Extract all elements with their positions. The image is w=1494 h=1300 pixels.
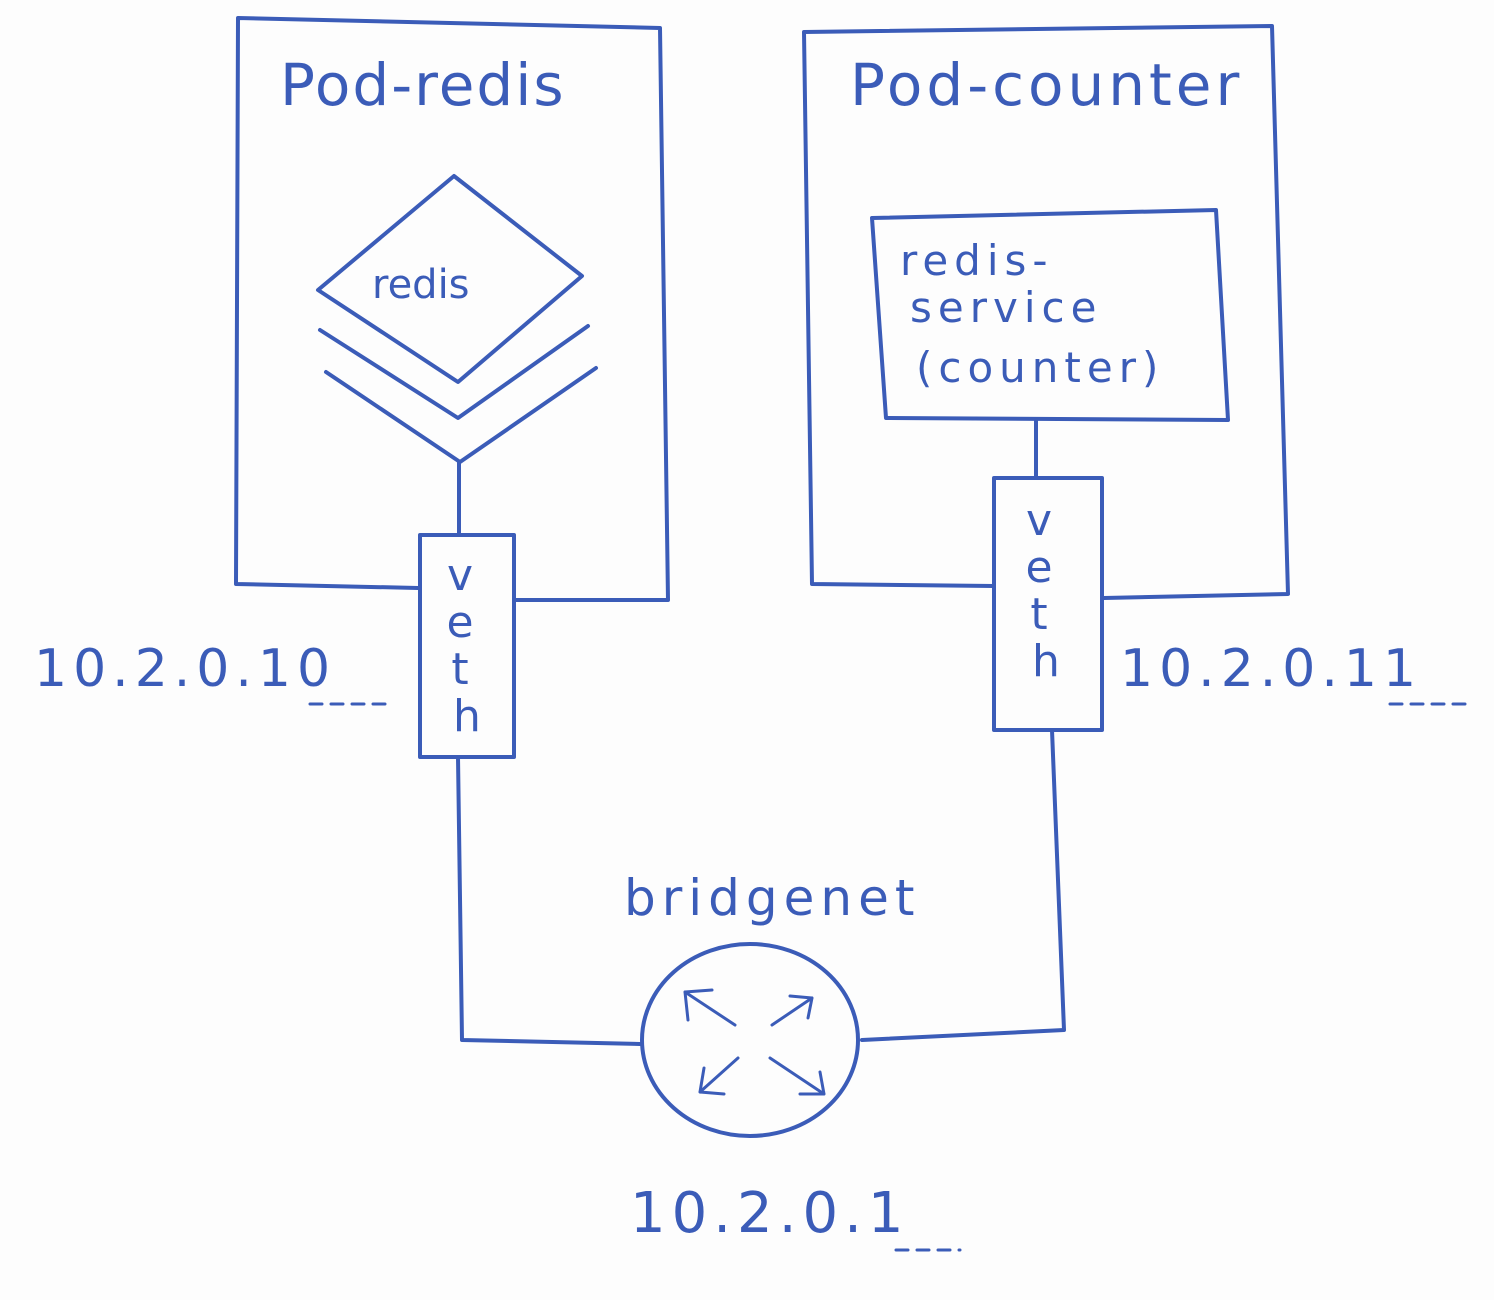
pod-counter-veth-label: v e t h xyxy=(1025,495,1066,687)
pod-counter-title: Pod-counter xyxy=(850,51,1243,119)
pod-redis-veth-label: v e t h xyxy=(446,550,487,742)
redis-diamond xyxy=(316,174,584,384)
pod-redis-ip: 10.2.0.10 xyxy=(34,639,336,699)
redis-layer-1 xyxy=(318,324,590,420)
counter-to-bridge-link xyxy=(860,728,1066,1042)
pod-redis-title: Pod-redis xyxy=(280,51,566,119)
redis-service-label: redis- service (counter) xyxy=(900,236,1164,392)
redis-container-label: redis xyxy=(372,262,470,308)
pod-counter-ip: 10.2.0.11 xyxy=(1120,639,1422,699)
pod-counter-veth xyxy=(992,476,1104,732)
bridge-label: bridgenet xyxy=(624,869,920,927)
router-circle xyxy=(640,942,860,1138)
bridge-ip: 10.2.0.1 xyxy=(630,1181,910,1246)
redis-to-bridge-link xyxy=(456,755,642,1046)
pod-redis-veth xyxy=(418,533,516,759)
bridge: bridgenet 10.2.0.1 xyxy=(624,869,962,1252)
pod-counter-border xyxy=(802,24,1290,600)
redis-service-box xyxy=(870,208,1230,422)
redis-stack-icon xyxy=(316,174,598,464)
pod-redis: Pod-redis redis v e t h 10.2.0.10 xyxy=(34,16,670,759)
pod-counter: Pod-counter redis- service (counter) v e… xyxy=(802,24,1468,732)
router-icon xyxy=(640,942,860,1138)
pod-redis-border xyxy=(234,16,670,602)
